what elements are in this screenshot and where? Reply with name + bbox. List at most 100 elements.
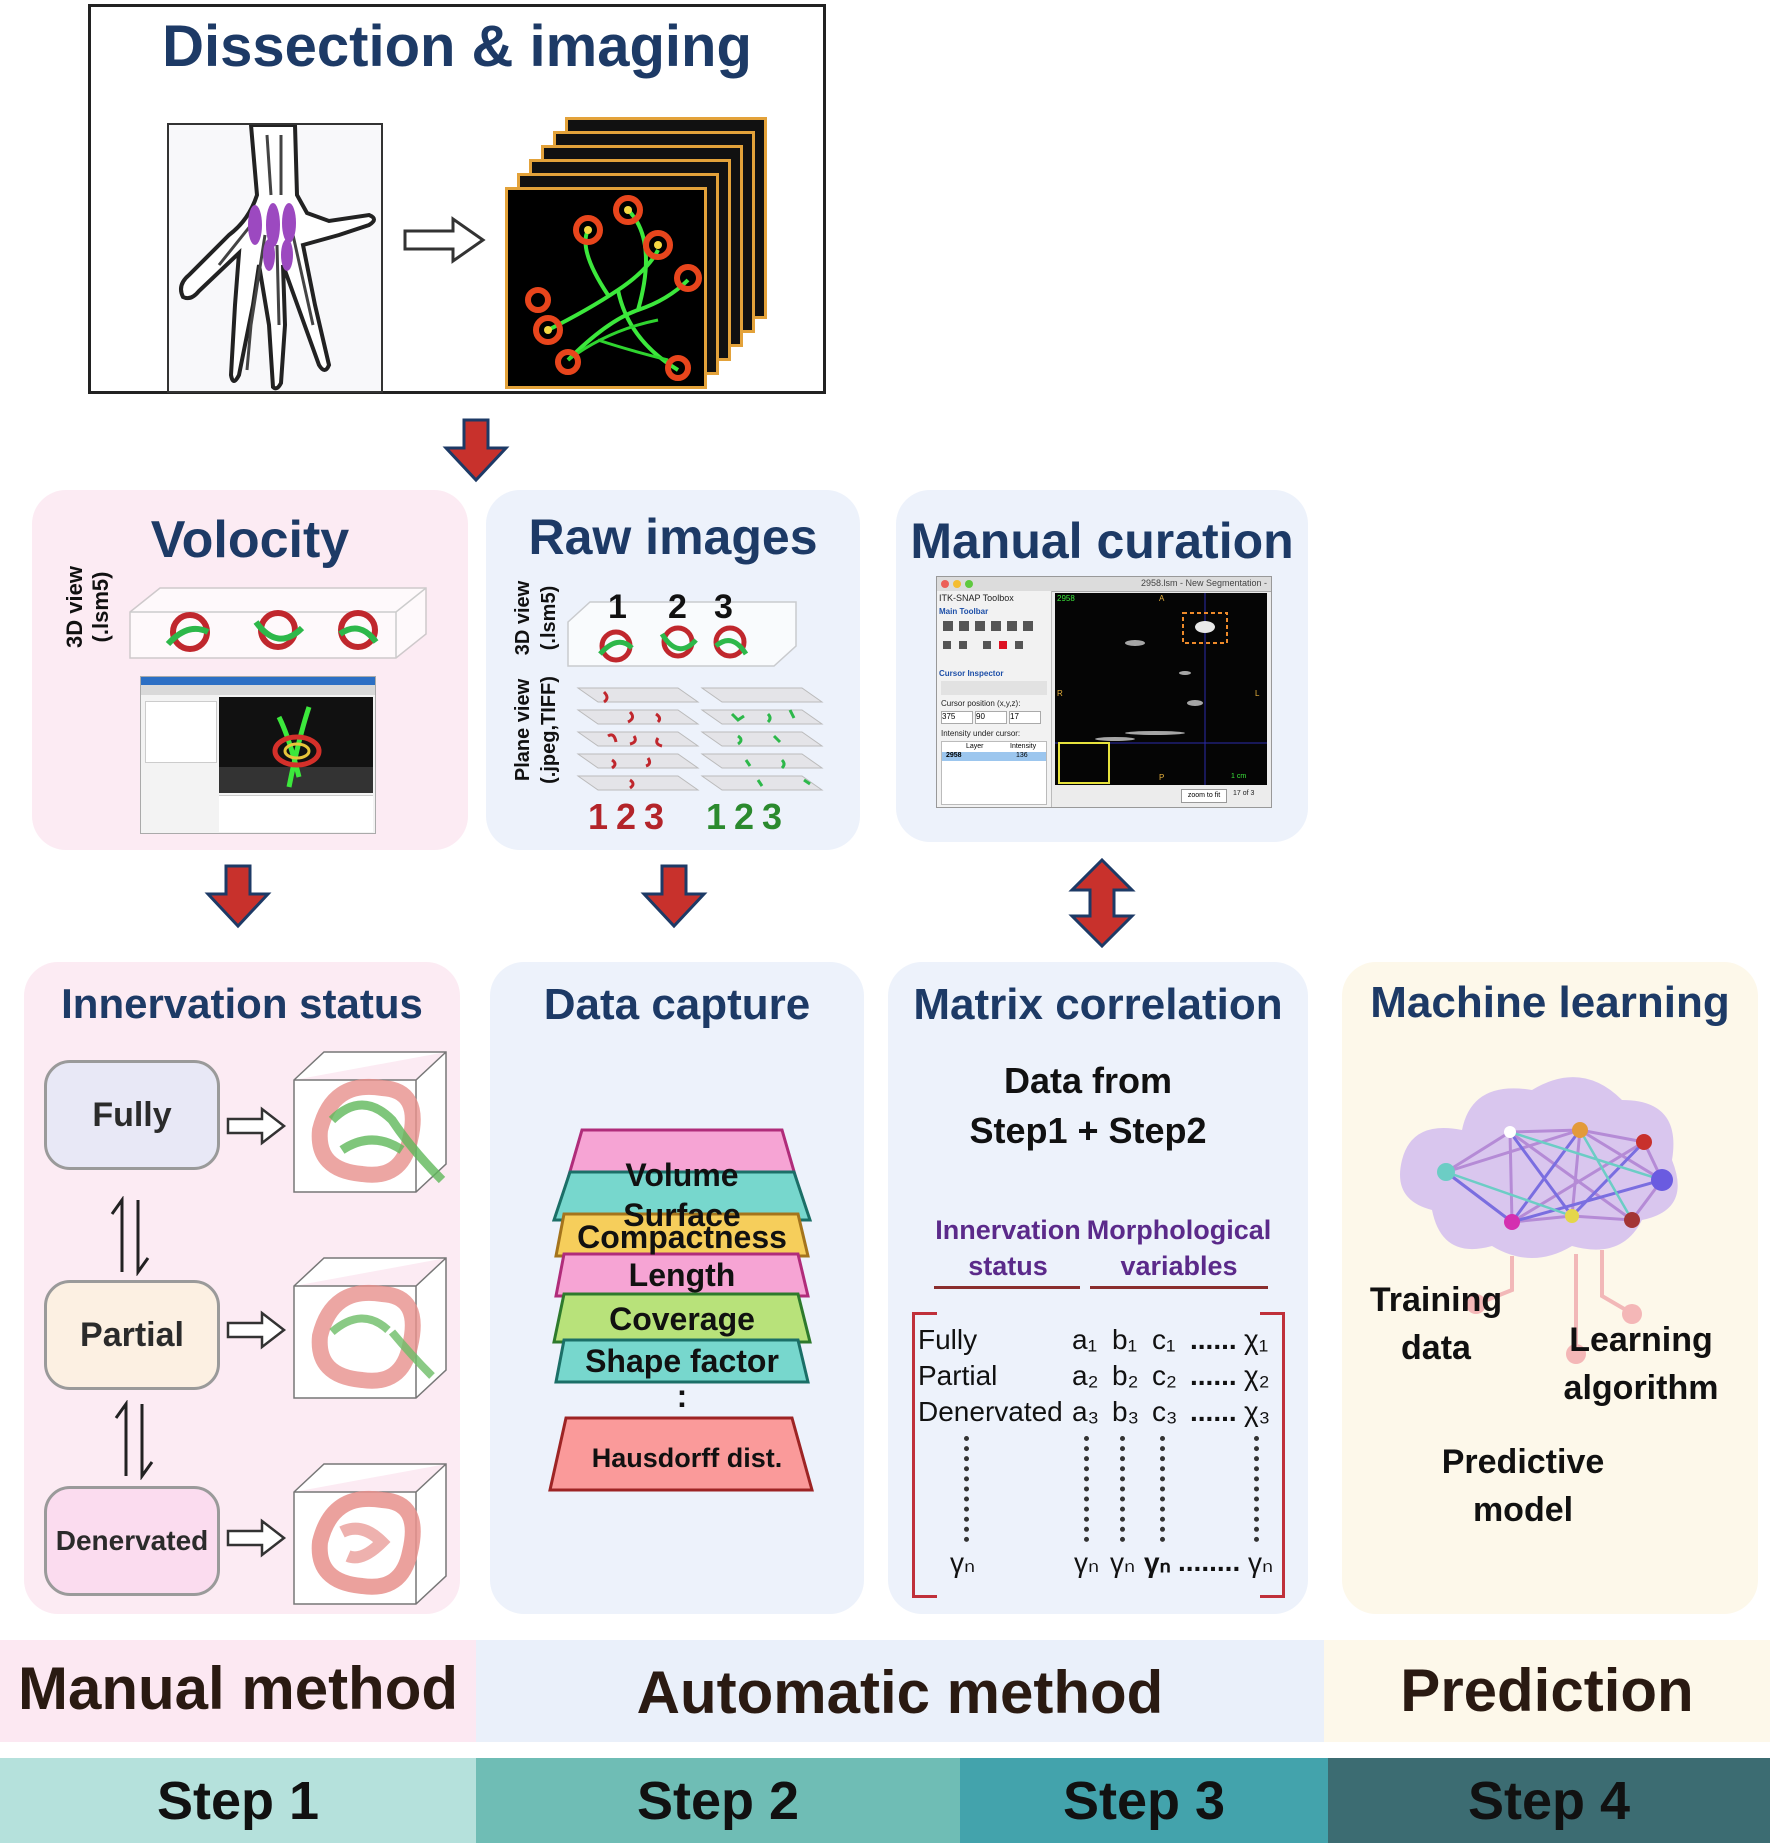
matrix-row-2-b: b₂ [1112, 1360, 1139, 1391]
raw-images-title: Raw images [528, 509, 818, 565]
cube-partial [293, 1257, 447, 1399]
double-arrow-icon [1068, 858, 1136, 948]
matrix-row-2-a: a₂ [1072, 1360, 1099, 1391]
innervation-title: Innervation status [61, 980, 423, 1027]
data-capture-stack [548, 1128, 814, 1492]
layer-shape-factor: Shape factor [585, 1342, 779, 1379]
state-denervated: Denervated [44, 1486, 220, 1596]
matrix-last-label: γₙ [950, 1547, 976, 1578]
step-2-label: Step 2 [636, 1770, 800, 1831]
itk-window-title: 2958.lsm - New Segmentation - [1141, 578, 1268, 588]
itk-row-value: 136 [1016, 752, 1028, 759]
matrix-last-a: γₙ [1074, 1547, 1100, 1578]
matrix-panel: Matrix correlation Data from Step1 + Ste… [888, 962, 1308, 1614]
state-partial: Partial [44, 1280, 220, 1390]
down-arrow-icon [442, 418, 510, 483]
layer-surface: Surface [623, 1196, 741, 1233]
matrix-row-2-label: Partial [918, 1360, 998, 1391]
itk-intensity-label: Intensity under cursor: [941, 729, 1021, 738]
down-arrow-icon [204, 864, 272, 929]
data-capture-panel: Data capture Volume Surface Compactness … [490, 962, 864, 1614]
band-automatic: Automatic method [476, 1640, 1324, 1742]
matrix-row-2-x: χ₂ [1244, 1360, 1270, 1391]
matrix-row-3-c: c₃ [1152, 1396, 1178, 1427]
raw-plane-side-label: Plane view(.jpeg,TIFF) [512, 676, 560, 784]
manual-curation-panel: Manual curation 2958.lsm - New Segmentat… [896, 490, 1308, 842]
raw-bottom-green-3: 3 [762, 796, 783, 837]
step-1: Step 1 [0, 1758, 476, 1843]
raw-bottom-red-1: 1 [588, 796, 609, 837]
layer-ellipsis: : [676, 1377, 688, 1414]
step-4-label: Step 4 [1467, 1770, 1631, 1831]
band-prediction-label: Prediction [1400, 1657, 1694, 1724]
raw-3d-view [566, 598, 798, 668]
right-arrow-icon [226, 1106, 287, 1146]
volocity-panel: Volocity 3D view(.lsm5) [32, 490, 468, 850]
raw-3d-side-label: 3D view(.lsm5) [512, 580, 560, 656]
itk-snap-window: 2958.lsm - New Segmentation - ITK-SNAP T… [936, 576, 1272, 808]
itk-scale-label: 1 cm [1231, 773, 1247, 780]
layer-compactness: Compactness [577, 1218, 787, 1255]
matrix-last-b: γₙ [1110, 1547, 1136, 1578]
raw-plane-stacks [576, 687, 824, 791]
layer-length: Length [628, 1256, 736, 1293]
matrix-row-3-x: χ₃ [1244, 1396, 1271, 1427]
ml-cloud-network [1400, 1077, 1678, 1364]
raw-bottom-green-2: 2 [734, 796, 755, 837]
raw-top-number-1: 1 [608, 588, 627, 626]
itk-row-layer: 2958 [946, 752, 962, 759]
itk-pos-z[interactable]: 17 [1009, 711, 1041, 724]
volocity-screenshot [140, 676, 376, 834]
equilibrium-arrows-icon [110, 1196, 150, 1276]
down-arrow-icon [640, 864, 708, 929]
matrix-row-3-dots: ...... [1190, 1396, 1237, 1427]
band-manual-label: Manual method [17, 1655, 458, 1722]
itk-axis-r: R [1057, 689, 1063, 698]
raw-images-panel: Raw images 3D view(.lsm5) Plane view(.jp… [486, 490, 860, 850]
raw-bottom-red-2: 2 [616, 796, 637, 837]
itk-zoom-button[interactable]: zoom to fit [1181, 789, 1227, 803]
itk-cursor-inspector: Cursor Inspector [939, 669, 1004, 678]
volocity-title: Volocity [150, 511, 350, 569]
itk-toolbox-title: ITK-SNAP Toolbox [939, 593, 1014, 603]
itk-main-toolbar: Main Toolbar [939, 607, 989, 616]
layer-hausdorff: Hausdorff dist. [591, 1442, 783, 1473]
band-automatic-label: Automatic method [636, 1659, 1164, 1726]
itk-image-view: 2958 A R L P 1 cm [1055, 593, 1267, 785]
matrix-subtitle-1: Data from [1003, 1060, 1173, 1101]
innervation-panel: Innervation status Fully Partial Denerva… [24, 962, 460, 1614]
ml-title: Machine learning [1370, 978, 1730, 1027]
matrix-row-2-dots: ...... [1190, 1360, 1237, 1391]
raw-bottom-green-1: 1 [706, 796, 727, 837]
step-4: Step 4 [1328, 1758, 1770, 1843]
cube-denervated [293, 1463, 447, 1605]
volocity-side-label: 3D view(.lsm5) [62, 566, 113, 648]
matrix-title: Matrix correlation [913, 980, 1283, 1029]
matrix-last-c: γₙ [1144, 1547, 1171, 1578]
itk-slice-label: 17 of 3 [1233, 790, 1255, 797]
step-2: Step 2 [476, 1758, 960, 1843]
itk-col-intensity: Intensity [1010, 743, 1037, 750]
raw-bottom-red-3: 3 [644, 796, 665, 837]
matrix-row-2-c: c₂ [1152, 1360, 1177, 1391]
manual-curation-title: Manual curation [910, 513, 1294, 569]
step-3-label: Step 3 [1062, 1770, 1226, 1831]
cube-fully [293, 1051, 447, 1193]
matrix-row-1-c: c₁ [1152, 1324, 1176, 1355]
itk-pos-y[interactable]: 90 [975, 711, 1007, 724]
dissection-title: Dissection & imaging [162, 14, 752, 79]
right-arrow-icon [403, 216, 486, 264]
right-arrow-icon [226, 1310, 287, 1350]
itk-pos-x[interactable]: 375 [941, 711, 973, 724]
matrix-subtitle-2: Step1 + Step2 [969, 1110, 1207, 1151]
raw-top-number-2: 2 [668, 588, 687, 626]
layer-coverage: Coverage [609, 1300, 755, 1337]
dissection-panel: Dissection & imaging [88, 4, 826, 394]
state-fully: Fully [44, 1060, 220, 1170]
itk-axis-l: L [1255, 689, 1260, 698]
